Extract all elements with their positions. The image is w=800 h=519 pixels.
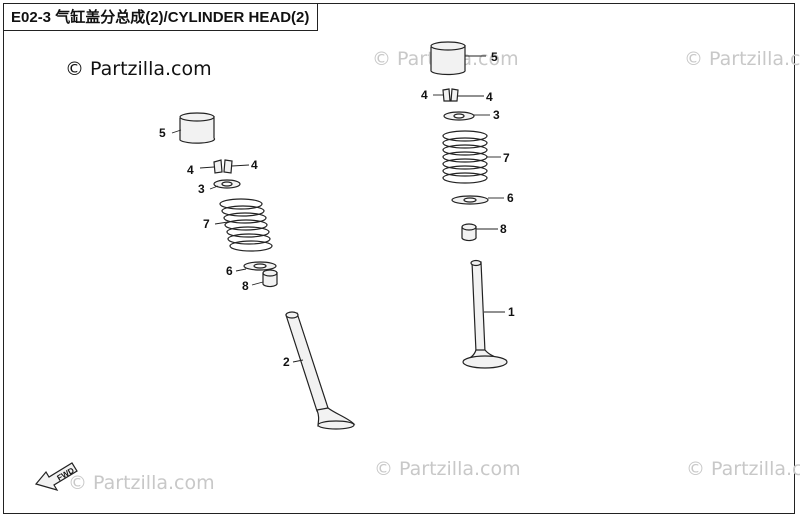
callout-left-cotter-right: 4 [251, 158, 258, 172]
callout-right-cotter-right: 4 [486, 90, 493, 104]
callout-left-spring: 7 [203, 217, 210, 231]
right-spring [442, 130, 488, 184]
watermark-text: © Partzilla.com [374, 458, 521, 480]
right-valve [462, 259, 508, 369]
left-spring-seat-bottom [243, 261, 277, 271]
watermark-text: © Partzilla.com [68, 472, 215, 494]
callout-right-cotter-left: 4 [421, 88, 428, 102]
right-valve-seal [461, 223, 477, 242]
left-valve [285, 311, 356, 430]
right-retainer [430, 41, 466, 76]
fwd-arrow-icon [34, 462, 78, 491]
callout-right-retainer: 5 [491, 50, 498, 64]
left-spring-seat-top [213, 179, 241, 189]
left-cotter [213, 159, 233, 174]
left-valve-seal [262, 269, 278, 288]
leader-lines [171, 55, 505, 363]
left-retainer [179, 112, 216, 144]
right-spring-seat-bottom [451, 195, 489, 205]
callout-left-retainer: 5 [159, 126, 166, 140]
callout-left-seal: 8 [242, 279, 249, 293]
copyright-notice: © Partzilla.com [65, 58, 212, 80]
callout-left-spring-seat-bottom: 6 [226, 264, 233, 278]
callout-right-valve: 1 [508, 305, 515, 319]
callout-left-spring-seat-top: 3 [198, 182, 205, 196]
right-cotter [442, 88, 459, 102]
callout-right-spring-seat-bottom: 6 [507, 191, 514, 205]
callout-right-spring: 7 [503, 151, 510, 165]
watermark-text: © Partzilla.com [686, 458, 800, 480]
right-spring-seat-top [443, 111, 475, 121]
diagram-frame [3, 3, 795, 514]
callout-left-valve: 2 [283, 355, 290, 369]
left-spring [219, 198, 273, 252]
watermark-text: © Partzilla.com [684, 48, 800, 70]
callout-right-seal: 8 [500, 222, 507, 236]
callout-left-cotter-left: 4 [187, 163, 194, 177]
callout-right-spring-seat-top: 3 [493, 108, 500, 122]
diagram-title: E02-3 气缸盖分总成(2)/CYLINDER HEAD(2) [3, 3, 319, 31]
